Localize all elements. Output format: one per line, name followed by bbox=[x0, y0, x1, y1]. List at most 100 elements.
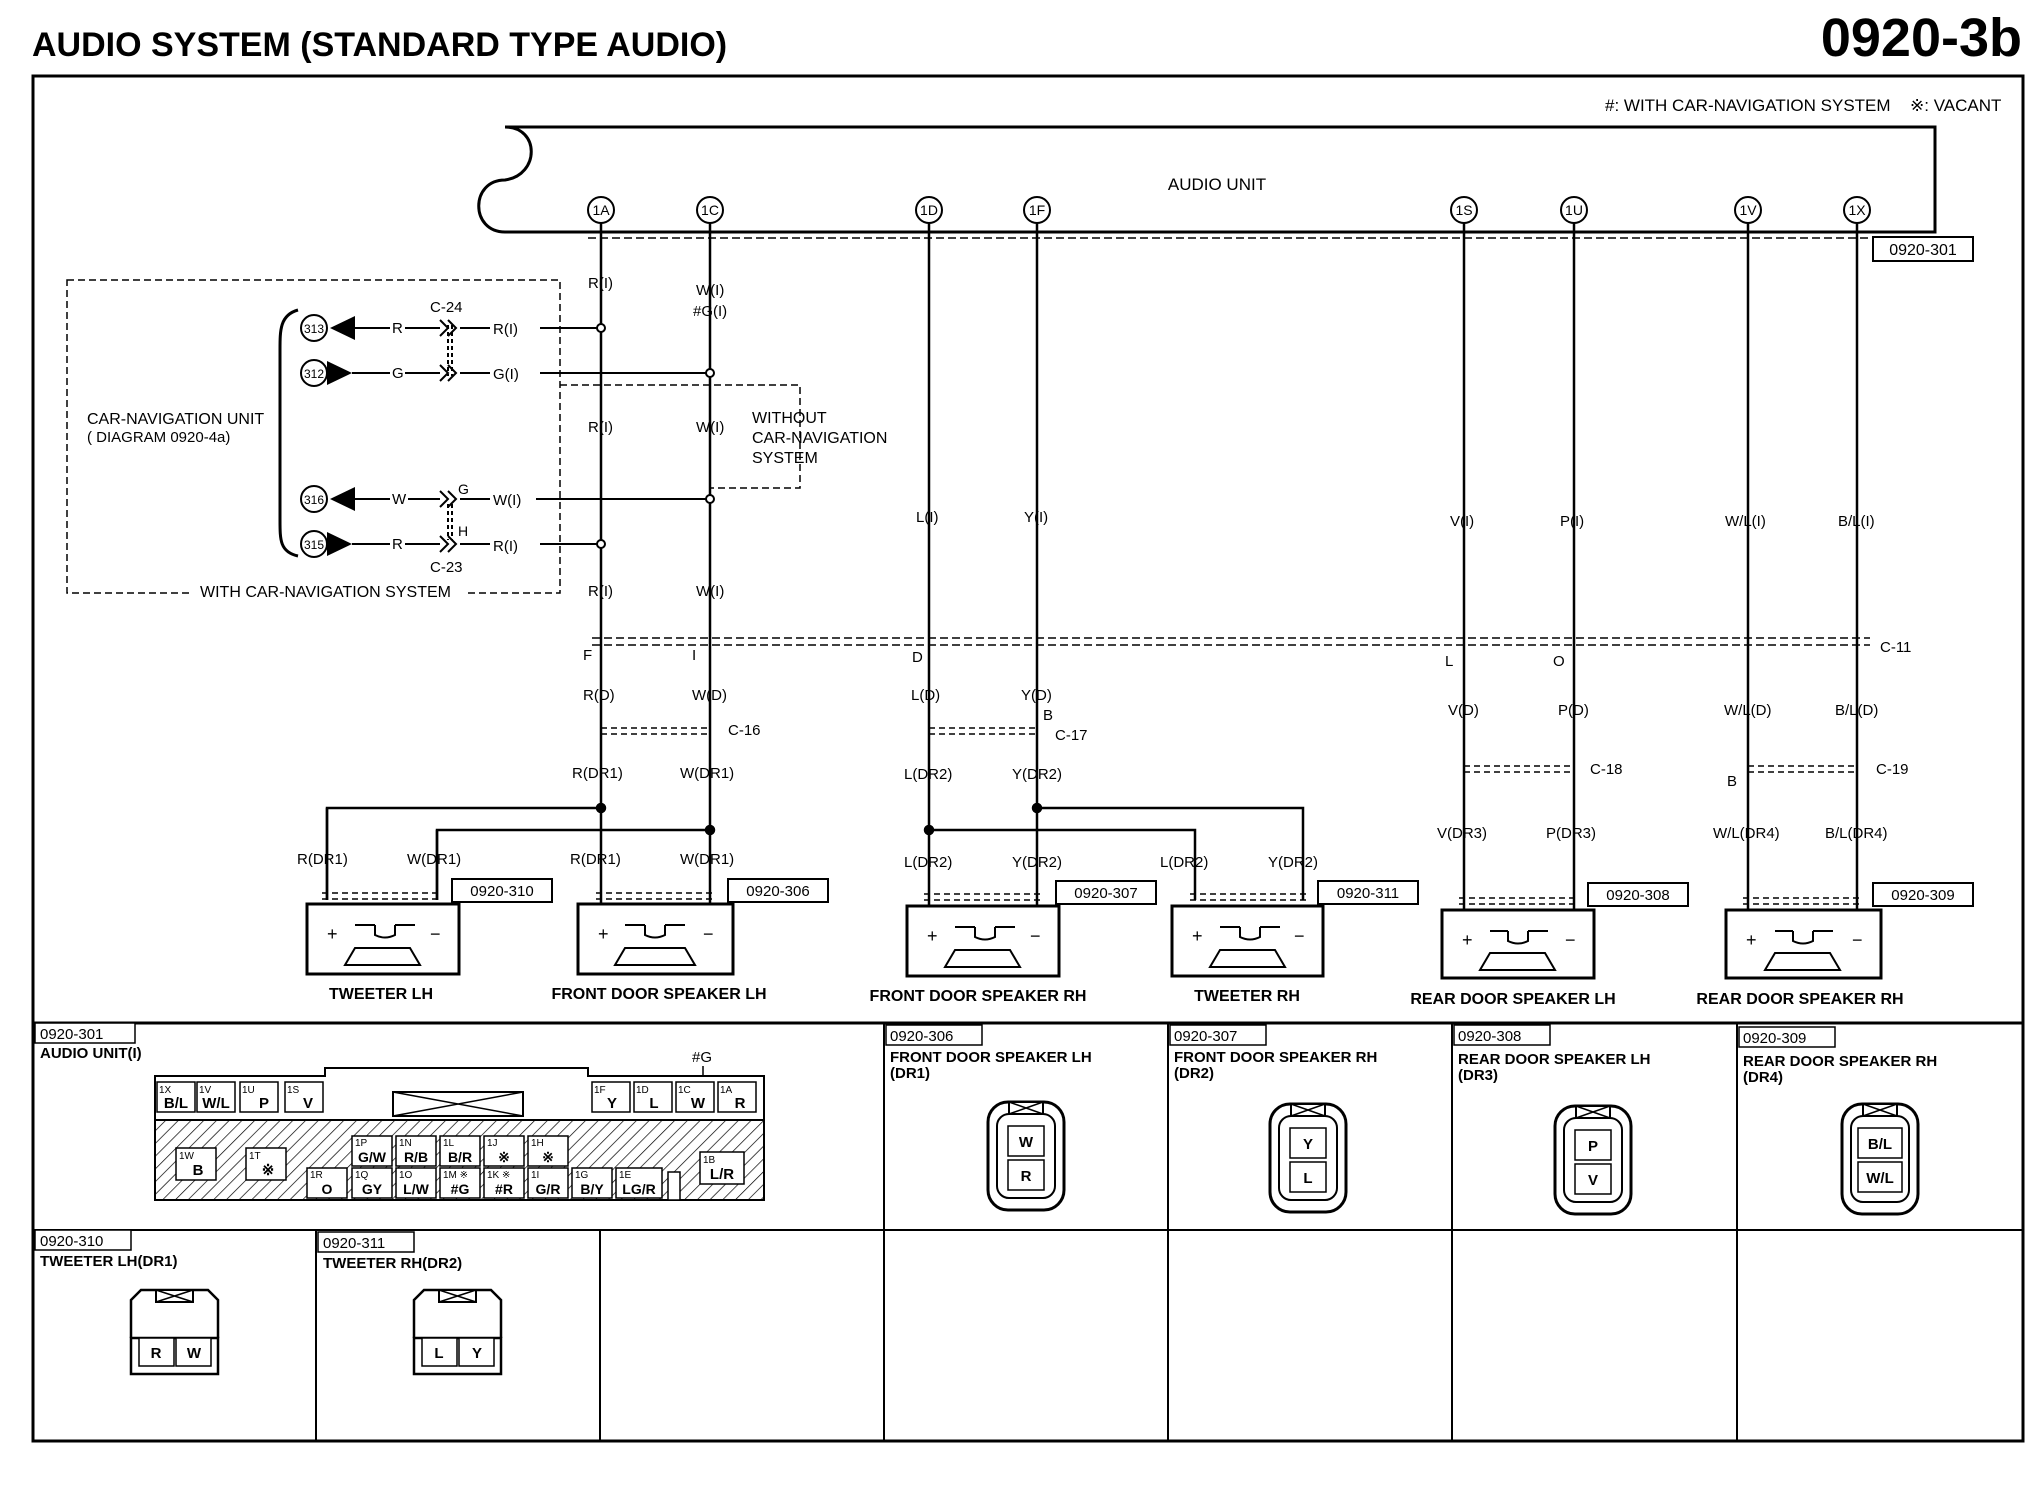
svg-text:L/W: L/W bbox=[403, 1181, 429, 1197]
wire-label: R(I) bbox=[588, 419, 613, 436]
svg-text:※: ※ bbox=[542, 1149, 554, 1165]
svg-text:#G: #G bbox=[451, 1181, 470, 1197]
nav-unit-label: CAR-NAVIGATION UNIT bbox=[87, 411, 264, 428]
nav-unit-diagram-ref: ( DIAGRAM 0920-4a) bbox=[87, 429, 230, 446]
connector-c24 bbox=[439, 319, 458, 382]
wire-labels-door: R(D) W(D) L(D) Y(D) V(D) P(D) W/L(D) B/L… bbox=[583, 687, 1878, 719]
svg-text:R: R bbox=[392, 320, 403, 337]
wire-label: Y(I) bbox=[1024, 509, 1048, 526]
wire-label: V(DR3) bbox=[1437, 825, 1487, 842]
svg-text:1G: 1G bbox=[575, 1170, 589, 1181]
svg-text:Y: Y bbox=[472, 1345, 482, 1362]
svg-text:1D: 1D bbox=[636, 1085, 649, 1096]
page-title: AUDIO SYSTEM (STANDARD TYPE AUDIO) bbox=[32, 26, 727, 64]
svg-text:+: + bbox=[1192, 926, 1203, 946]
c11-pin-labels: F I D L O bbox=[583, 647, 1565, 670]
svg-text:312: 312 bbox=[304, 367, 324, 381]
svg-text:G: G bbox=[392, 365, 404, 382]
connector-view-tweeter-rh: 0920-311 TWEETER RH(DR2) L Y bbox=[317, 1231, 503, 1376]
speaker-name: FRONT DOOR SPEAKER LH bbox=[551, 986, 766, 1003]
without-nav-box bbox=[560, 384, 801, 489]
svg-text:1R: 1R bbox=[310, 1170, 323, 1181]
speaker-name: REAR DOOR SPEAKER RH bbox=[1696, 991, 1903, 1008]
speaker-tweeter-rh: +− 0920-311 TWEETER RH bbox=[1170, 880, 1419, 1005]
wire-label: B/L(DR4) bbox=[1825, 825, 1888, 842]
speaker-name: FRONT DOOR SPEAKER RH bbox=[870, 988, 1087, 1005]
wire-label: R(D) bbox=[583, 687, 615, 704]
speaker-tweeter-lh: +− 0920-310 TWEETER LH bbox=[305, 808, 553, 1003]
svg-text:1O: 1O bbox=[399, 1170, 413, 1181]
svg-text:P: P bbox=[259, 1095, 269, 1112]
svg-text:0920-306: 0920-306 bbox=[890, 1028, 953, 1045]
svg-text:P: P bbox=[1588, 1138, 1598, 1155]
svg-text:1E: 1E bbox=[619, 1170, 632, 1181]
svg-text:B/Y: B/Y bbox=[580, 1181, 604, 1197]
svg-text:−: − bbox=[430, 924, 441, 944]
connector-c11 bbox=[592, 637, 1870, 646]
svg-text:O: O bbox=[322, 1181, 333, 1197]
wire-label: P(I) bbox=[1560, 513, 1584, 530]
svg-text:0920-306: 0920-306 bbox=[746, 883, 809, 900]
svg-text:0920-308: 0920-308 bbox=[1458, 1028, 1521, 1045]
svg-text:G/W: G/W bbox=[358, 1149, 387, 1165]
connector-c23-label: C-23 bbox=[430, 559, 463, 576]
wire-label: #G(I) bbox=[693, 303, 727, 320]
wire-label: W(D) bbox=[692, 687, 727, 704]
svg-text:1X: 1X bbox=[159, 1085, 172, 1096]
wire-label: W/L(DR4) bbox=[1713, 825, 1780, 842]
svg-text:1A: 1A bbox=[720, 1085, 733, 1096]
wire-labels-mid: R(I) W(I) L(I) Y(I) V(I) P(I) W/L(I) B/L… bbox=[588, 419, 1875, 600]
svg-text:Y: Y bbox=[1303, 1136, 1313, 1153]
svg-text:1U: 1U bbox=[1565, 202, 1583, 218]
svg-text:+: + bbox=[927, 926, 938, 946]
legend-nav-note: #: WITH CAR-NAVIGATION SYSTEM bbox=[1605, 96, 1891, 115]
svg-text:FRONT DOOR SPEAKER LH: FRONT DOOR SPEAKER LH bbox=[890, 1049, 1092, 1066]
legend-vacant-note: ※: VACANT bbox=[1910, 96, 2001, 115]
svg-text:1B: 1B bbox=[703, 1155, 716, 1166]
svg-text:1W: 1W bbox=[179, 1151, 195, 1162]
svg-text:0920-309: 0920-309 bbox=[1743, 1030, 1806, 1047]
connector-view-audio-unit: 0920-301 AUDIO UNIT(I) #G 1X B/L 1V W/L … bbox=[34, 1022, 765, 1201]
svg-text:B/L: B/L bbox=[1868, 1136, 1892, 1153]
speaker-rear-lh: +− 0920-308 REAR DOOR SPEAKER LH bbox=[1410, 882, 1689, 1008]
wire-label: W(I) bbox=[696, 583, 724, 600]
wire-label: Y(DR2) bbox=[1012, 766, 1062, 783]
svg-text:REAR DOOR SPEAKER RH: REAR DOOR SPEAKER RH bbox=[1743, 1053, 1937, 1070]
svg-text:(DR3): (DR3) bbox=[1458, 1067, 1498, 1084]
svg-text:B/R: B/R bbox=[448, 1149, 472, 1165]
speaker-wire-labels: R(DR1) W(DR1) R(DR1) W(DR1) L(DR2) Y(DR2… bbox=[297, 851, 1318, 871]
diagram-frame bbox=[31, 74, 2025, 1443]
svg-text:L: L bbox=[1445, 653, 1453, 670]
svg-text:R: R bbox=[392, 536, 403, 553]
svg-text:L: L bbox=[1303, 1170, 1312, 1187]
connector-c19 bbox=[1748, 765, 1857, 773]
svg-text:FRONT DOOR SPEAKER RH: FRONT DOOR SPEAKER RH bbox=[1174, 1049, 1377, 1066]
svg-text:W/L: W/L bbox=[202, 1095, 230, 1112]
connector-view-rear-lh: 0920-308 REAR DOOR SPEAKER LH (DR3) P V bbox=[1453, 1024, 1651, 1216]
svg-text:(DR4): (DR4) bbox=[1743, 1069, 1783, 1086]
svg-text:B/L: B/L bbox=[164, 1095, 188, 1112]
svg-text:W: W bbox=[187, 1345, 202, 1362]
speaker-name: REAR DOOR SPEAKER LH bbox=[1410, 991, 1615, 1008]
svg-text:0920-307: 0920-307 bbox=[1074, 885, 1137, 902]
svg-text:R: R bbox=[735, 1095, 746, 1112]
svg-text:REAR DOOR SPEAKER LH: REAR DOOR SPEAKER LH bbox=[1458, 1051, 1651, 1068]
svg-text:F: F bbox=[583, 647, 592, 664]
connector-grid bbox=[33, 1021, 2023, 1441]
svg-text:1T: 1T bbox=[249, 1151, 261, 1162]
connector-c17 bbox=[929, 727, 1037, 735]
pin-1X: 1X bbox=[1843, 196, 1871, 224]
svg-text:1Q: 1Q bbox=[355, 1170, 369, 1181]
svg-text:1C: 1C bbox=[678, 1085, 691, 1096]
svg-text:+: + bbox=[327, 924, 338, 944]
nav-box-label-bg bbox=[192, 582, 467, 602]
svg-text:V: V bbox=[1588, 1172, 1598, 1189]
speaker-rear-rh: +− 0920-309 REAR DOOR SPEAKER RH bbox=[1696, 882, 1974, 1008]
svg-text:0920-311: 0920-311 bbox=[1337, 885, 1399, 902]
connector-c18-label: C-18 bbox=[1590, 761, 1623, 778]
svg-text:1S: 1S bbox=[1455, 202, 1472, 218]
svg-text:W(I): W(I) bbox=[493, 492, 521, 509]
svg-text:G(I): G(I) bbox=[493, 366, 519, 383]
connector-c18 bbox=[1464, 765, 1574, 773]
pin-1F: 1F bbox=[1023, 196, 1051, 224]
